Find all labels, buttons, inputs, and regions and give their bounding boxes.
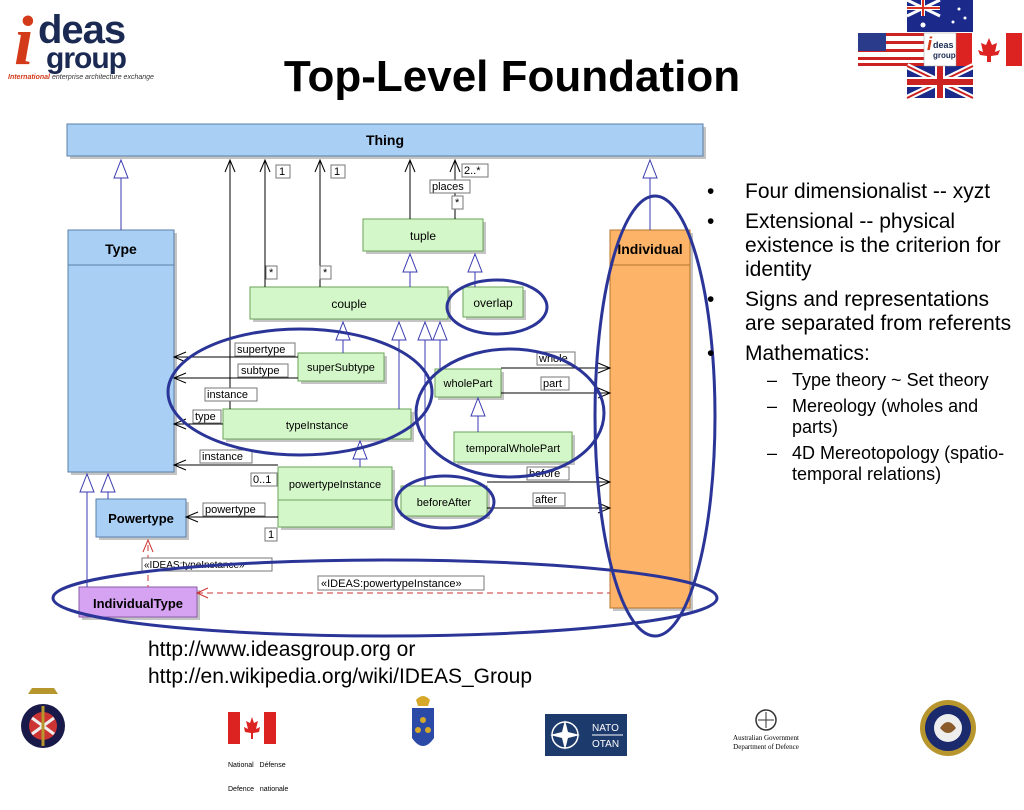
- canada-caption-1: National Défense: [228, 762, 286, 769]
- role-part: part: [543, 378, 562, 390]
- highlight-ellipse-types: [166, 327, 434, 457]
- sub-bullet-item: Type theory ~ Set theory: [745, 370, 1015, 391]
- page-title: Top-Level Foundation: [283, 52, 741, 101]
- logo-tagline: International enterprise architecture ex…: [8, 74, 154, 81]
- otan-text: OTAN: [592, 739, 619, 750]
- canada-flag-icon: [956, 33, 1022, 66]
- beforeafter-label: beforeAfter: [417, 497, 472, 509]
- powertype-label: Powertype: [108, 511, 174, 526]
- logo-letter: i: [14, 3, 34, 80]
- typeinstance-class: [222, 408, 412, 440]
- wholepart-label: wholePart: [443, 378, 493, 390]
- supersubtype-label: superSubtype: [307, 362, 375, 374]
- highlight-ellipse-overlap: [445, 278, 549, 336]
- individual-label: Individual: [617, 241, 682, 257]
- mult-one-a: 1: [279, 166, 285, 178]
- aus-caption-2: Department of Defence: [733, 743, 799, 751]
- canada-defence-flag-icon: [228, 712, 276, 744]
- highlight-ellipse-individualtype: [51, 558, 719, 638]
- thing-label: Thing: [366, 132, 404, 148]
- us-defense-seal-icon: [920, 700, 976, 756]
- national-flags-cluster: i deas group: [855, 0, 1024, 101]
- mini-logo-word1: deas: [933, 40, 954, 50]
- typeinstance-label: typeInstance: [286, 420, 348, 432]
- logo-word-group: group: [46, 42, 127, 75]
- uk-flag-icon: [905, 63, 975, 101]
- usa-flag-icon: [858, 33, 924, 66]
- powertypeinstance-label: powertypeInstance: [289, 479, 381, 491]
- bullet-item: Extensional -- physical existence is the…: [705, 210, 1015, 282]
- mult-star-places: *: [455, 197, 460, 209]
- mult-star-b: *: [323, 267, 328, 279]
- mult-one-c: 1: [268, 529, 274, 541]
- mult-one-b: 1: [334, 166, 340, 178]
- powertype-class: [95, 498, 187, 538]
- bullet-item: Four dimensionalist -- xyzt: [705, 180, 1015, 204]
- footer-emblems: National Défense Defence nationale NATO …: [0, 688, 1024, 793]
- couple-label: couple: [331, 297, 367, 311]
- uk-defence-crest-icon: [21, 688, 65, 748]
- beforeafter-class: [400, 485, 488, 517]
- temporalwholepart-class: [453, 431, 573, 463]
- aus-caption-1: Australian Government: [733, 734, 799, 742]
- australia-flag-icon: [906, 0, 973, 32]
- powertypeinstance-class: [277, 466, 393, 528]
- highlight-ellipse-beforeafter: [394, 474, 496, 530]
- couple-class: [249, 286, 449, 320]
- individualtype-class: [78, 586, 198, 618]
- bullet-item: Signs and representations are separated …: [705, 288, 1015, 336]
- top-level-foundation-diagram: Thing Type Individual tuple couple overl…: [51, 123, 719, 638]
- individual-class: [609, 229, 691, 609]
- highlight-ellipse-wholepart: [414, 347, 606, 479]
- mini-logo-word2: group: [933, 51, 956, 60]
- bullet-item: Mathematics: Type theory ~ Set theory Me…: [705, 342, 1015, 485]
- australian-coat-of-arms-icon: [755, 709, 777, 731]
- nato-text: NATO: [592, 723, 619, 734]
- mult-star-a: *: [269, 267, 274, 279]
- mult-two-star: 2..*: [464, 165, 481, 177]
- logo-word-deas: deas: [38, 8, 126, 52]
- nato-emblem-icon: NATO OTAN: [545, 714, 627, 756]
- role-instance-a: instance: [207, 389, 248, 401]
- canada-caption-2: Defence nationale: [228, 786, 289, 793]
- role-places: places: [432, 181, 464, 193]
- individualtype-label: IndividualType: [93, 596, 183, 611]
- reference-urls: http://www.ideasgroup.org or http://en.w…: [148, 636, 532, 690]
- type-class: [67, 229, 175, 473]
- wholepart-class: [434, 368, 502, 398]
- bullet-list: Four dimensionalist -- xyzt Extensional …: [705, 180, 1015, 491]
- type-label: Type: [105, 241, 137, 257]
- url-line-1[interactable]: http://www.ideasgroup.org or: [148, 638, 416, 661]
- tuple-class: [362, 218, 484, 252]
- role-type: type: [195, 411, 216, 423]
- role-instance-b: instance: [202, 451, 243, 463]
- sweden-armed-forces-icon: [412, 696, 434, 746]
- stereotype-powertypeinstance: «IDEAS:powertypeInstance»: [321, 578, 462, 590]
- role-after: after: [535, 494, 557, 506]
- sub-bullet-item: 4D Mereotopology (spatio-temporal relati…: [745, 443, 1015, 485]
- sub-bullet-item: Mereology (wholes and parts): [745, 396, 1015, 438]
- role-powertype: powertype: [205, 504, 256, 516]
- svg-text:i: i: [927, 34, 933, 54]
- thing-class: [66, 123, 704, 157]
- overlap-class: [462, 286, 524, 318]
- role-supertype: supertype: [237, 344, 285, 356]
- supersubtype-class: [297, 352, 385, 382]
- temporalwholepart-label: temporalWholePart: [466, 443, 560, 455]
- ideas-group-logo: i deas group International enterprise ar…: [8, 3, 158, 84]
- role-subtype: subtype: [241, 365, 280, 377]
- role-whole: whole: [538, 353, 568, 365]
- url-line-2[interactable]: http://en.wikipedia.org/wiki/IDEAS_Group: [148, 665, 533, 688]
- mult-zero-one: 0..1: [253, 474, 271, 486]
- overlap-label: overlap: [473, 296, 513, 310]
- tuple-label: tuple: [410, 229, 436, 243]
